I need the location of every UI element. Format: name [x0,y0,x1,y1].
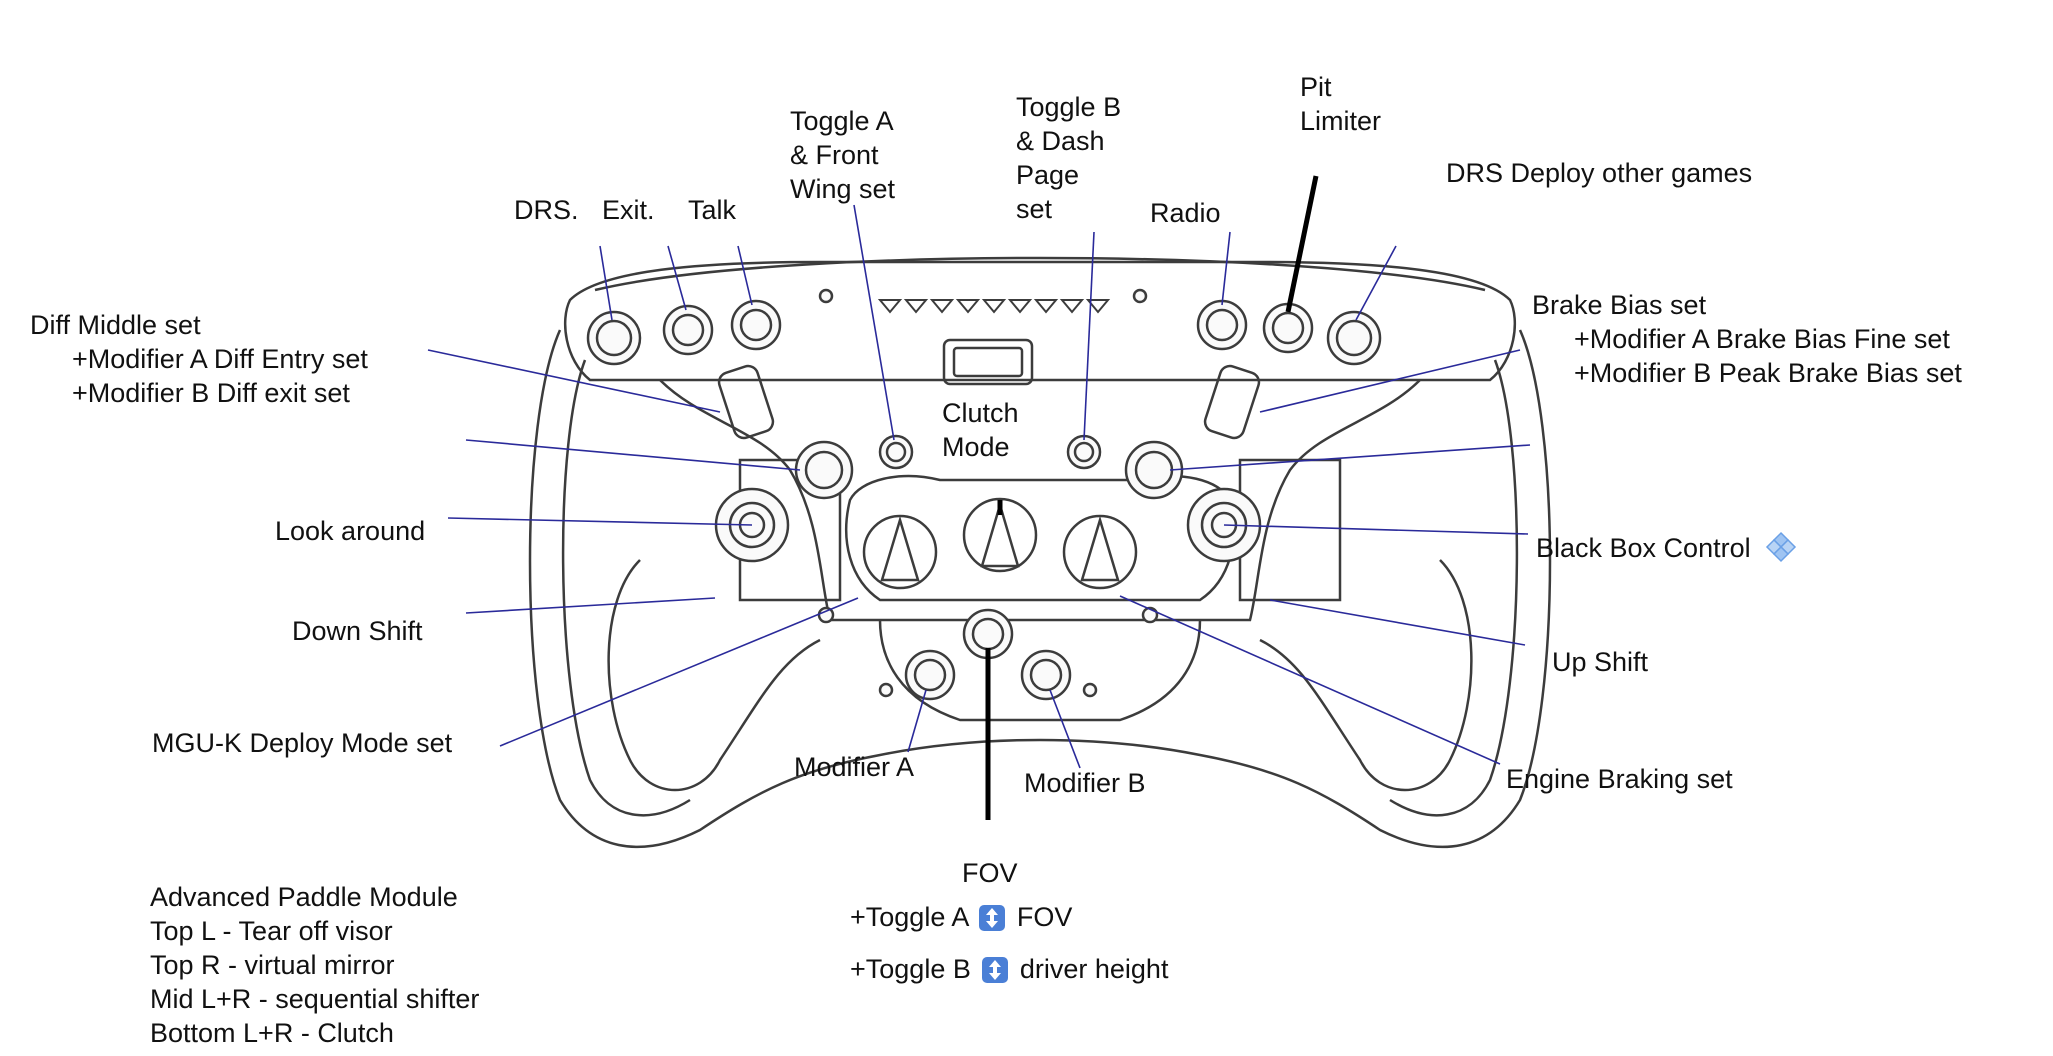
label-drs: DRS. [514,195,579,225]
label-radio: Radio [1150,198,1221,228]
label-down-shift: Down Shift [292,616,423,646]
diff-thumbwheel [717,364,775,440]
paddle-module-notes: Advanced Paddle Module Top L - Tear off … [150,880,479,1050]
engine-braking-rotary [1062,514,1138,590]
label-black-box: Black Box Control [1536,530,1798,565]
clutch-mode-rotary [962,497,1038,573]
right-grip [1259,559,1473,792]
paddle-note: Top R - virtual mirror [150,950,395,980]
brake-bias-thumbwheel [1203,364,1261,440]
wheel-outer-rim [528,329,1552,849]
central-body [659,379,1421,622]
left-grip [607,559,821,792]
paddle-module-title: Advanced Paddle Module [150,882,458,912]
label-mguk: MGU-K Deploy Mode set [152,728,453,758]
label-brake-bias: Brake Bias set +Modifier A Brake Bias Fi… [1532,290,1962,388]
label-engine-braking: Engine Braking set [1506,764,1733,794]
label-talk: Talk [688,195,737,225]
label-exit: Exit. [602,195,655,225]
mguk-rotary [862,514,938,590]
up-down-arrow-icon [979,905,1006,931]
label-diff: Diff Middle set +Modifier A Diff Entry s… [30,310,368,408]
label-look-around: Look around [275,516,426,546]
label-up-shift: Up Shift [1552,647,1649,677]
label-modifier-a: Modifier A [794,752,915,782]
top-plate [563,260,1517,382]
paddle-note: Bottom L+R - Clutch [150,1018,394,1048]
label-drs-deploy-other: DRS Deploy other games [1446,158,1753,188]
label-fov-toggle-b: +Toggle B driver height [850,954,1169,984]
diamond-icon [1766,531,1797,563]
label-modifier-b: Modifier B [1024,768,1146,798]
label-fov-toggle-a: +Toggle A FOV [850,902,1073,932]
label-fov: FOV [962,858,1018,888]
paddle-note: Top L - Tear off visor [150,916,393,946]
paddle-note: Mid L+R - sequential shifter [150,984,480,1014]
up-down-arrow-icon [982,957,1009,983]
